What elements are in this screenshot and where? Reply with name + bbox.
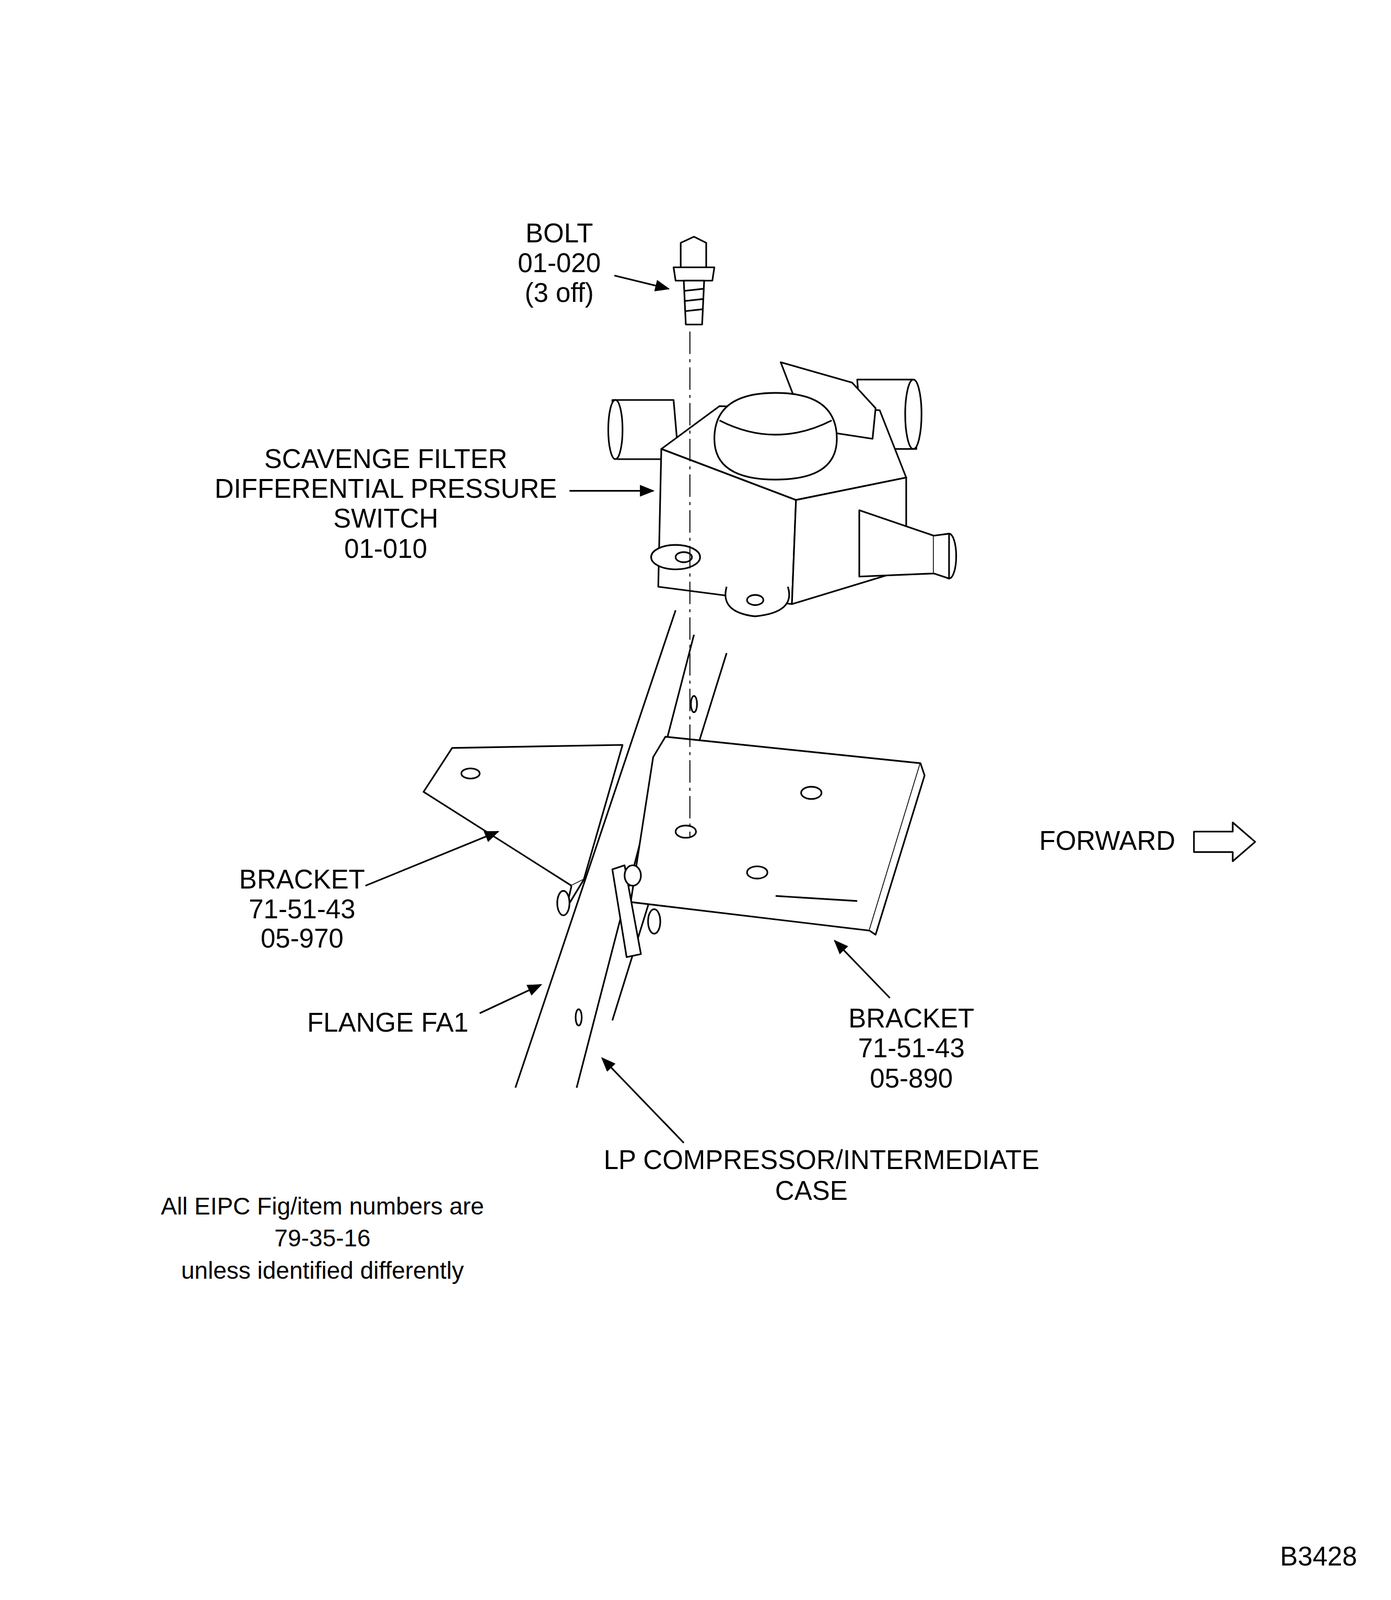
- part-label: DIFFERENTIAL PRESSURE: [214, 474, 558, 504]
- part-label: 01-010: [344, 534, 428, 564]
- bracket-970: [423, 744, 623, 916]
- part-label: All EIPC Fig/item numbers are: [160, 1193, 485, 1220]
- part-label: (3 off): [524, 278, 594, 308]
- part-label: 71-51-43: [858, 1033, 965, 1063]
- part-label: 01-020: [517, 248, 601, 278]
- part-label: LP COMPRESSOR/INTERMEDIATE: [603, 1145, 1040, 1175]
- bolt: [673, 236, 715, 325]
- part-label: SCAVENGE FILTER: [264, 444, 508, 474]
- part-label: 79-35-16: [274, 1224, 371, 1252]
- part-label: FLANGE FA1: [307, 1008, 469, 1038]
- part-label: 05-890: [869, 1064, 953, 1094]
- bracket-890: [612, 736, 925, 957]
- pressure-switch: [608, 361, 956, 616]
- part-label: BRACKET: [848, 1003, 975, 1034]
- part-label: BOLT: [525, 218, 593, 249]
- part-label: 71-51-43: [248, 894, 356, 925]
- part-label: CASE: [775, 1176, 848, 1206]
- part-label: B3428: [1280, 1541, 1358, 1571]
- part-label: unless identified differently: [181, 1257, 464, 1284]
- center-line: [689, 331, 691, 837]
- part-label: FORWARD: [1039, 826, 1176, 856]
- part-label: SWITCH: [333, 503, 439, 533]
- part-label: 05-970: [260, 924, 344, 954]
- forward-arrow: [1194, 822, 1256, 861]
- part-label: BRACKET: [239, 865, 366, 895]
